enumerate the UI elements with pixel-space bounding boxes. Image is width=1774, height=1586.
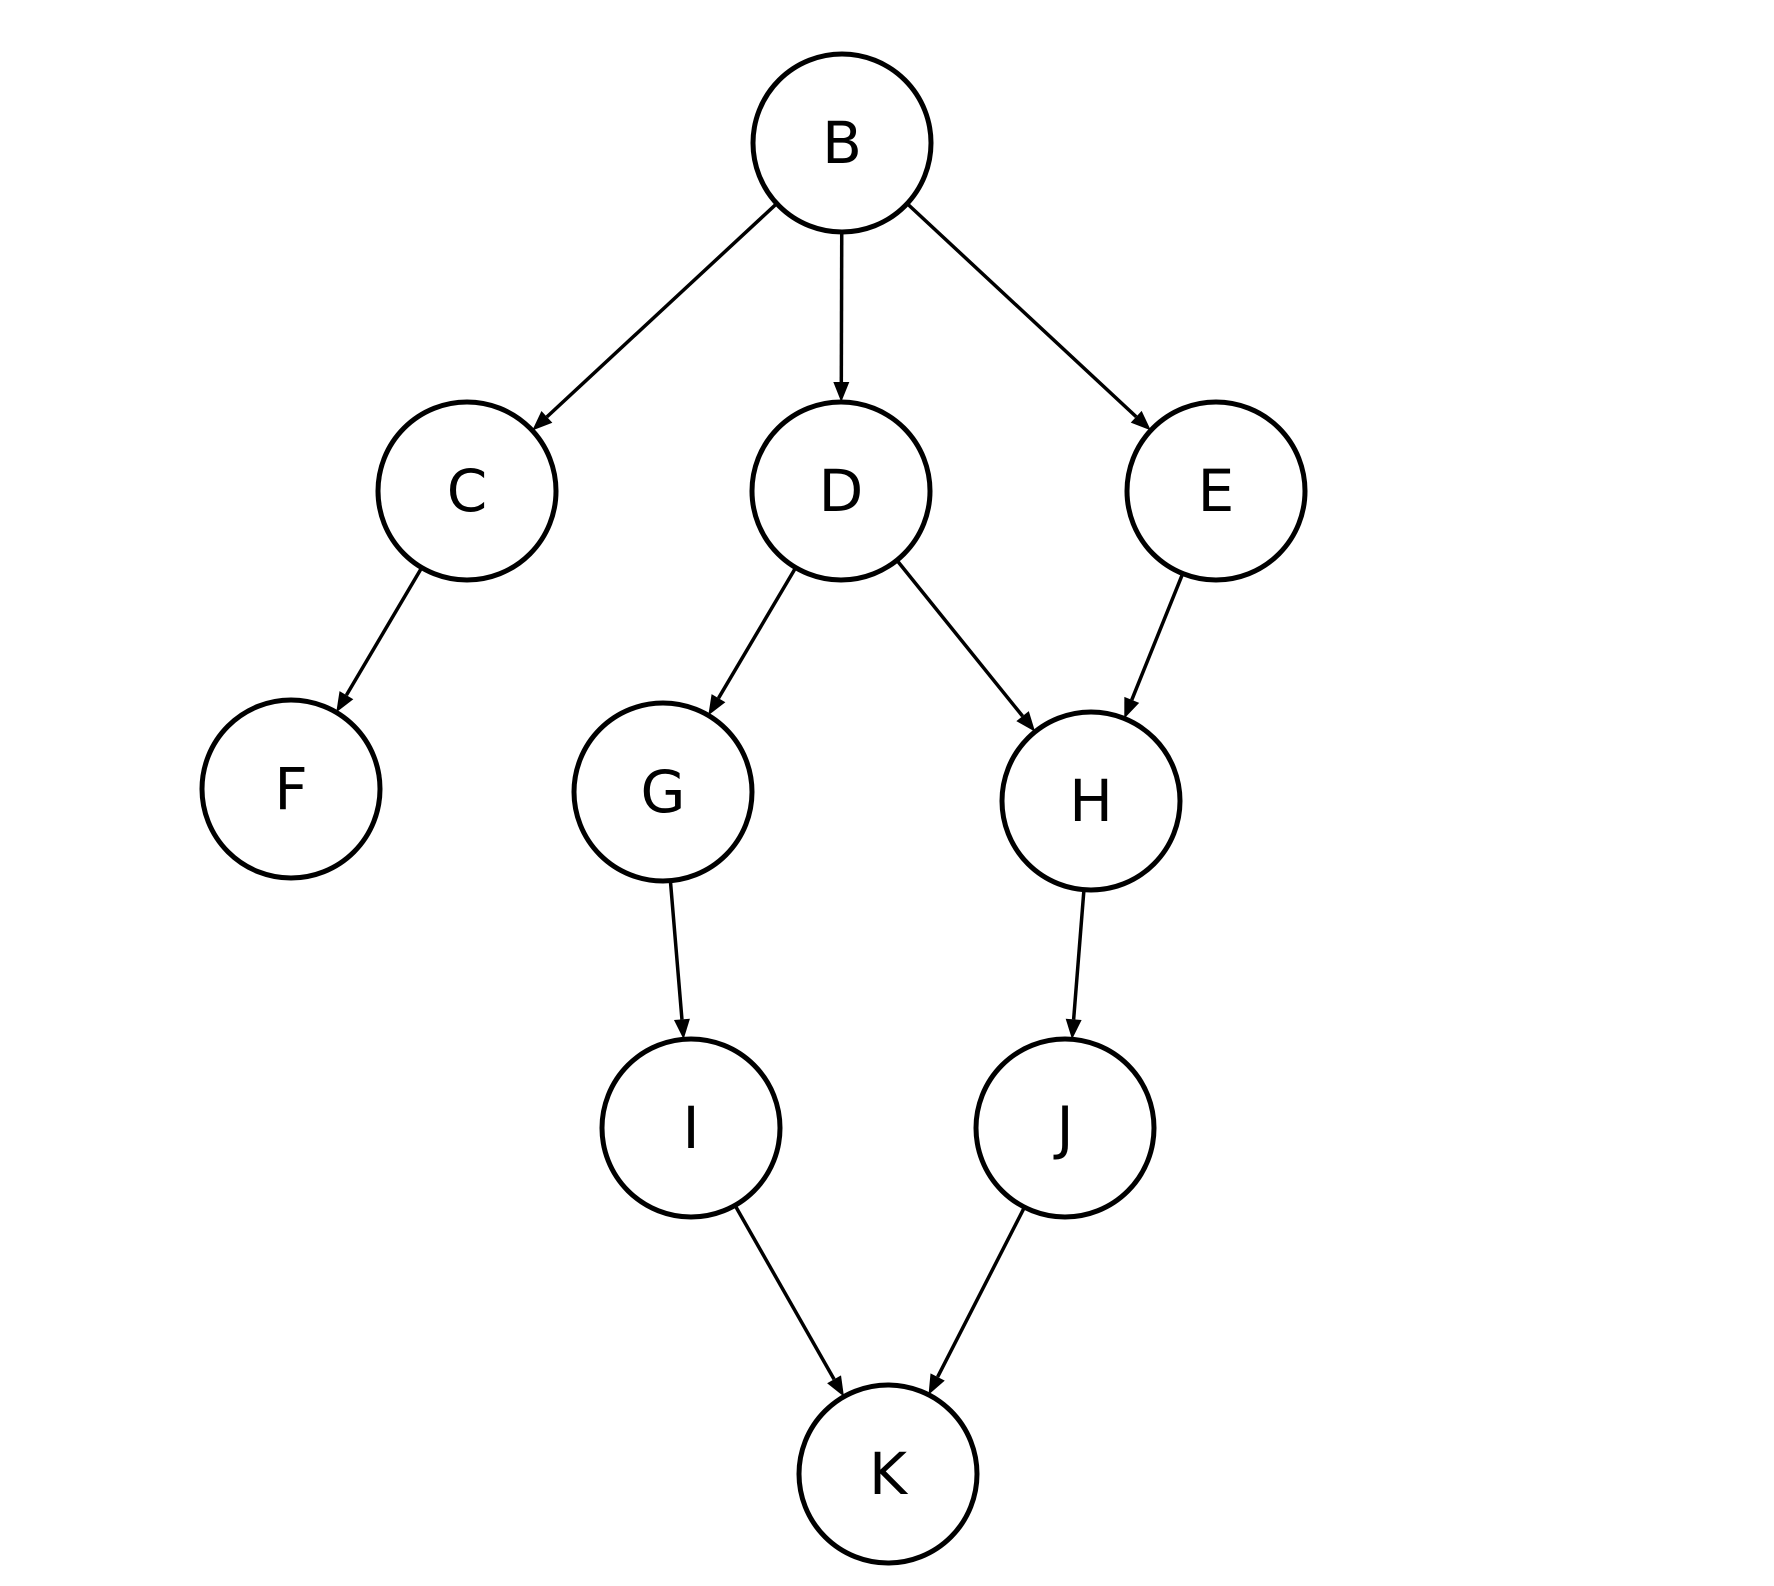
edges-layer: [336, 202, 1185, 1397]
nodes-layer: B C D E F G H I J K: [199, 51, 1308, 1566]
arrow-head-icon: [708, 694, 726, 716]
node-circle: [796, 1382, 980, 1566]
arrow-head-icon: [833, 381, 850, 403]
edge-j-k: [928, 1206, 1027, 1395]
edge-line: [905, 202, 1138, 419]
node-label: J: [1053, 1094, 1073, 1162]
node-circle: [999, 709, 1183, 893]
edge-b-c: [532, 202, 778, 431]
node-circle: [1124, 399, 1308, 583]
edge-line: [1130, 572, 1185, 701]
edge-line: [545, 202, 778, 419]
arrow-head-icon: [1065, 1018, 1082, 1040]
arrow-head-icon: [532, 410, 553, 431]
edge-line: [936, 1206, 1027, 1378]
edge-b-e: [905, 202, 1151, 431]
node-label: E: [1198, 457, 1235, 525]
edge-i-k: [733, 1204, 844, 1397]
arrow-head-icon: [1016, 711, 1036, 732]
node-label: D: [819, 457, 864, 525]
edge-g-i: [668, 880, 690, 1040]
node-i: I: [599, 1036, 783, 1220]
node-circle: [749, 399, 933, 583]
edge-d-g: [708, 566, 798, 716]
node-b: B: [750, 51, 934, 235]
node-c: C: [375, 399, 559, 583]
arrow-head-icon: [827, 1375, 844, 1397]
edge-c-f: [336, 566, 424, 713]
edge-d-h: [895, 559, 1036, 732]
node-k: K: [796, 1382, 980, 1566]
node-circle: [375, 399, 559, 583]
node-circle: [750, 51, 934, 235]
node-d: D: [749, 399, 933, 583]
arrow-head-icon: [336, 691, 354, 713]
node-circle: [199, 697, 383, 881]
edge-h-j: [1065, 889, 1086, 1040]
arrow-head-icon: [673, 1018, 690, 1040]
arrow-head-icon: [1124, 696, 1140, 719]
node-label: F: [274, 755, 307, 823]
node-circle: [571, 700, 755, 884]
node-g: G: [571, 700, 755, 884]
edge-line: [344, 566, 424, 697]
arrow-head-icon: [1130, 410, 1151, 431]
edge-b-d: [833, 231, 850, 403]
node-circle: [599, 1036, 783, 1220]
node-circle: [973, 1036, 1157, 1220]
node-label: C: [447, 457, 488, 525]
node-e: E: [1124, 399, 1308, 583]
node-label: B: [822, 109, 862, 177]
node-f: F: [199, 697, 383, 881]
node-label: H: [1069, 767, 1113, 835]
edge-line: [1071, 889, 1086, 1020]
node-label: G: [641, 758, 686, 826]
node-label: K: [869, 1440, 909, 1508]
edge-e-h: [1124, 572, 1185, 719]
edge-line: [733, 1204, 836, 1381]
node-j: J: [973, 1036, 1157, 1220]
edge-line: [895, 559, 1024, 718]
edge-line: [668, 880, 684, 1020]
arrow-head-icon: [928, 1373, 945, 1395]
node-label: I: [682, 1094, 699, 1162]
node-h: H: [999, 709, 1183, 893]
edge-line: [716, 566, 798, 700]
